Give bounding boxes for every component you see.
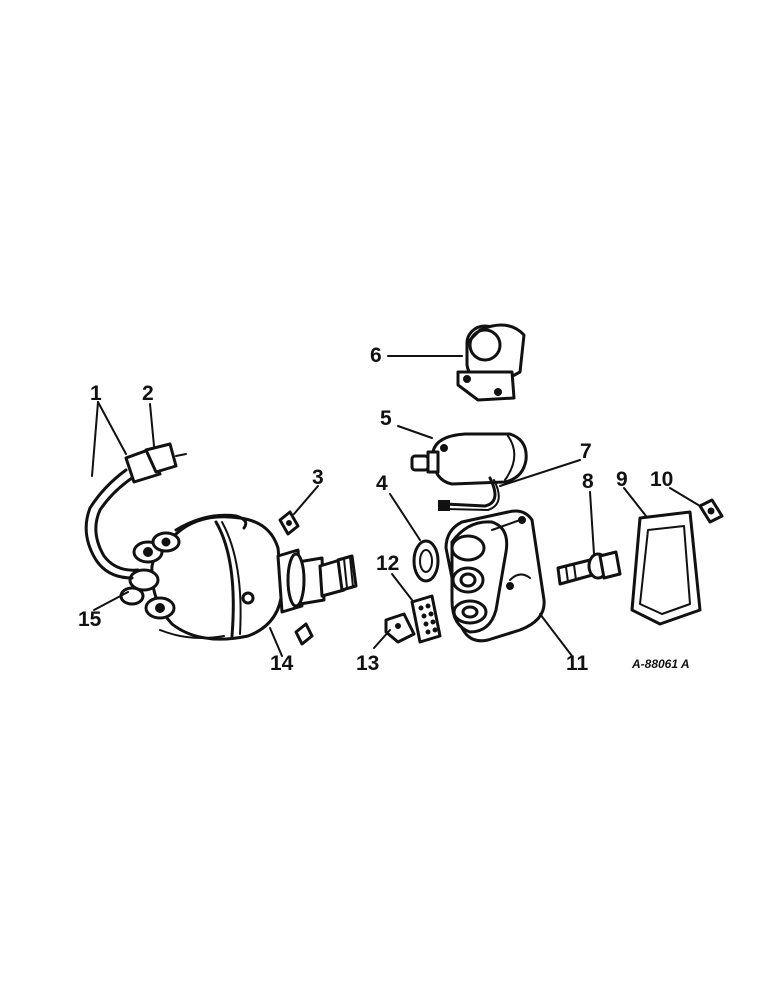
- small-bracket: [278, 510, 314, 646]
- drive-shaft: [556, 550, 622, 586]
- callout-8: 8: [582, 470, 594, 493]
- callout-13: 13: [356, 652, 379, 675]
- gasket: [630, 510, 702, 626]
- callout-14: 14: [270, 652, 294, 675]
- callout-1: 1: [90, 382, 102, 405]
- callout-4: 4: [376, 472, 388, 495]
- callout-12: 12: [376, 552, 399, 575]
- callout-3: 3: [312, 466, 324, 489]
- callout-15: 15: [78, 608, 102, 631]
- distributor-body: [150, 513, 358, 641]
- felt-wick: [410, 594, 442, 644]
- drawing-code: A-88061 A: [631, 657, 690, 671]
- distributor-cap-towers: [119, 531, 181, 620]
- callout-11: 11: [566, 652, 589, 675]
- small-block: [384, 612, 416, 644]
- callout-9: 9: [616, 468, 628, 491]
- ignition-coil: [410, 432, 528, 486]
- callout-10: 10: [650, 468, 673, 491]
- callout-7: 7: [580, 440, 592, 463]
- distributor-mounting-housing: [444, 509, 546, 643]
- callout-labels: 1 2 3 4 5 6 7 8 9 10 11 12 13 14 15 A-88…: [78, 344, 690, 675]
- callout-2: 2: [142, 382, 154, 405]
- clip: [698, 498, 724, 524]
- callout-6: 6: [370, 344, 382, 367]
- coil-bracket: [456, 323, 526, 402]
- ignition-cable: [84, 442, 187, 580]
- callout-5: 5: [380, 407, 392, 430]
- washer: [412, 539, 440, 583]
- leader-lines: [91, 355, 701, 657]
- coil-lead-wire: [438, 476, 500, 511]
